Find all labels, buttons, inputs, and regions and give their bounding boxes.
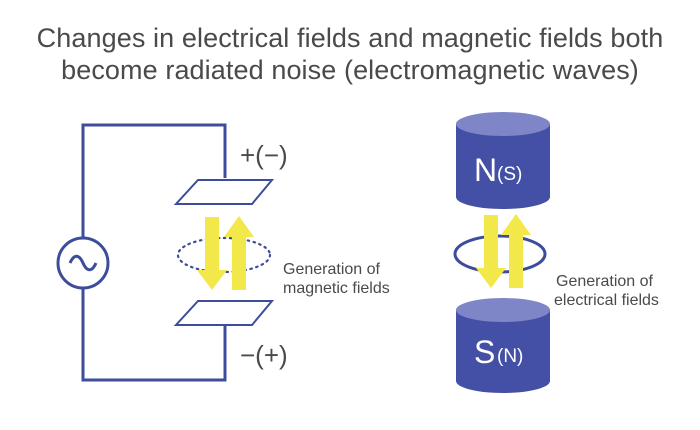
top-magnet: N (S) — [456, 112, 550, 209]
double-arrow-icon — [197, 216, 254, 290]
ac-source-icon — [56, 236, 110, 290]
magnet-pair: N (S) S (N) Generation of electrical fie… — [453, 112, 659, 393]
electric-annotation-line-2: electrical fields — [554, 292, 659, 309]
electric-field-loop — [453, 234, 547, 274]
capacitor-bottom-plate — [173, 300, 275, 326]
arrow-up-icon — [501, 214, 531, 288]
arrow-down-icon — [197, 217, 227, 290]
circuit-wire-bottom — [81, 288, 227, 382]
arrow-up-icon — [224, 216, 254, 290]
bottom-magnet: S (N) — [456, 298, 550, 393]
arrow-down-icon — [476, 215, 506, 288]
capacitor-top-plate — [173, 179, 275, 205]
top-magnet-pole: N — [474, 152, 497, 188]
double-arrow-icon-right — [476, 214, 531, 288]
top-plate-polarity: +(−) — [240, 140, 288, 170]
diagram-title: Changes in electrical fields and magneti… — [0, 22, 700, 86]
title-line-2: become radiated noise (electromagnetic w… — [61, 55, 639, 85]
bottom-plate-polarity: −(+) — [240, 340, 288, 370]
bottom-magnet-pole: S — [474, 334, 495, 370]
magnetic-annotation-line-2: magnetic fields — [283, 280, 390, 297]
magnetic-annotation-line-1: Generation of — [283, 261, 381, 278]
top-magnet-pole-alt: (S) — [497, 164, 522, 185]
magnetic-field-loop — [176, 236, 272, 274]
title-line-1: Changes in electrical fields and magneti… — [36, 23, 664, 53]
electric-annotation-line-1: Generation of — [556, 273, 654, 290]
bottom-magnet-pole-alt: (N) — [497, 346, 523, 367]
circuit-wire-top — [81, 123, 227, 238]
capacitor-circuit: +(−) −(+) Generation of magnetic fields — [56, 123, 390, 382]
